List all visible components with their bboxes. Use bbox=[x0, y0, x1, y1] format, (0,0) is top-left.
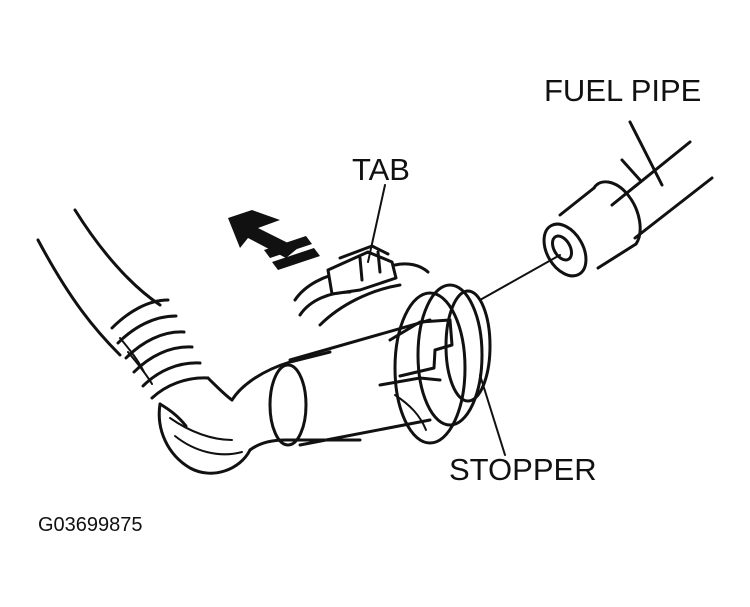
leader-lines bbox=[367, 184, 561, 456]
fuel-pipe-label: FUEL PIPE bbox=[544, 73, 701, 108]
stopper-label: STOPPER bbox=[449, 452, 597, 487]
fuel-hose bbox=[36, 208, 210, 400]
connector-body bbox=[230, 283, 492, 452]
figure-code: G03699875 bbox=[38, 514, 143, 536]
fuel-pipe bbox=[542, 120, 714, 278]
push-direction-arrow-icon bbox=[228, 210, 320, 270]
elbow-fitting bbox=[157, 376, 252, 475]
retainer-tab bbox=[293, 244, 430, 317]
tab-label: TAB bbox=[352, 152, 410, 187]
